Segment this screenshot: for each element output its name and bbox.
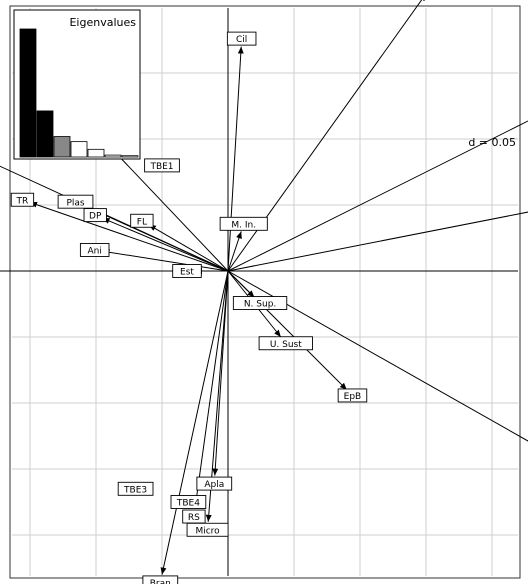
arrow-label-cil: Cil [226,31,257,46]
arrow-mopf [227,120,528,272]
site-label-tbe1: TBE1 [144,158,180,173]
arrow-label-plas: Plas [57,194,94,209]
eigenvalue-bar [70,141,88,158]
arrow-label-est: Est [172,264,202,278]
arrow-rast [102,138,229,272]
arrow-label-micro-text: Micro [195,526,220,536]
arrow-label-ani-box [79,243,110,257]
arrow-label-bran: Bran [142,575,179,584]
site-label-tbe3-box [117,481,154,496]
arrow-label-epb-box [337,388,368,403]
eigenvalue-inset: Eigenvalues [13,9,141,160]
arrow-l3 [227,270,528,442]
eigenvalue-bar [19,28,37,158]
arrow-label-ani: Ani [79,243,110,257]
inset-title: Eigenvalues [69,16,136,29]
arrow-cl [227,211,528,272]
arrow-label-tr-box [10,192,35,207]
arrow-fl [148,224,229,272]
arrow-label-epb: EpB [337,388,368,403]
arrow-label-est-box [172,264,202,278]
eigenvalue-bar [36,110,54,158]
site-label-tbe4-text: TBE4 [176,499,200,509]
arrow-label-u-sust-text: U. Sust [270,340,302,350]
arrow-label-epb-text: EpB [344,392,362,402]
arrow-label-dp-box [83,208,107,223]
arrow-label-bran-text: Bran [150,579,171,584]
arrow-dp [102,217,229,272]
eigenvalue-bar [87,148,105,158]
arrow-label-rs-text: RS [188,513,200,523]
arrow-label-fl: FL [130,213,154,228]
arrow-label-apla-box [196,476,233,491]
eigenvalue-bar [121,155,139,158]
eigenvalue-bar [53,136,71,158]
arrow-tr [29,201,229,272]
site-label-tbe4: TBE4 [170,495,207,509]
site-label-tbe1-text: TBE1 [149,162,173,172]
arrow-m-in- [227,231,242,272]
eigenvalue-bar [104,154,122,158]
arrow-label-dp-text: DP [89,212,102,222]
arrow-label-est-text: Est [180,268,194,278]
arrow-label-m-in--box [219,216,268,231]
arrow-label-m-in--text: M. In. [231,220,256,230]
arrow-label-fl-text: FL [137,217,147,227]
arrow-label-micro: Micro [186,522,229,537]
arrow-label-tr-text: TR [16,196,29,206]
site-label-tbe4-box [170,495,207,509]
site-labels: TBE2TAE3TBE1TAETAE2TBE3TBE4 [117,158,207,509]
arrow-label-plas-text: Plas [66,198,84,208]
arrow-label-u-sust-box [258,336,313,351]
arrow-cil [227,46,244,272]
arrow-label-rs: RS [182,509,206,524]
arrow-label-bran-box [142,575,179,584]
arrow-label-apla: Apla [196,476,233,491]
arrow-bran [160,270,229,575]
arrow-label-fl-box [130,213,154,228]
site-label-tbe3-text: TBE3 [123,485,147,495]
arrow-label-n-sup-: N. Sup. [232,296,288,311]
arrow-label-m-in-: M. In. [219,216,268,231]
arrow-label-cil-box [226,31,257,46]
arrow-label-apla-text: Apla [204,480,224,490]
arrow-label-n-sup--box [232,296,288,311]
arrow-label-u-sust: U. Sust [258,336,313,351]
arrow-label-plas-box [57,194,94,209]
arrow-label-ani-text: Ani [88,247,102,257]
inset-bars [19,28,139,158]
site-label-tbe3: TBE3 [117,481,154,496]
arrow-label-dp: DP [83,208,107,223]
site-label-tbe1-box [144,158,180,173]
arrow-n-sup- [227,270,255,298]
arrow-label-n-sup--text: N. Sup. [244,300,276,310]
arrow-ani [102,249,229,272]
arrow-label-tr: TR [10,192,35,207]
arrow-label-cil-text: Cil [236,35,247,45]
scale-label: d = 0.05 [468,136,516,149]
arrow-label-micro-box [186,522,229,537]
arrow-rs [192,270,229,509]
